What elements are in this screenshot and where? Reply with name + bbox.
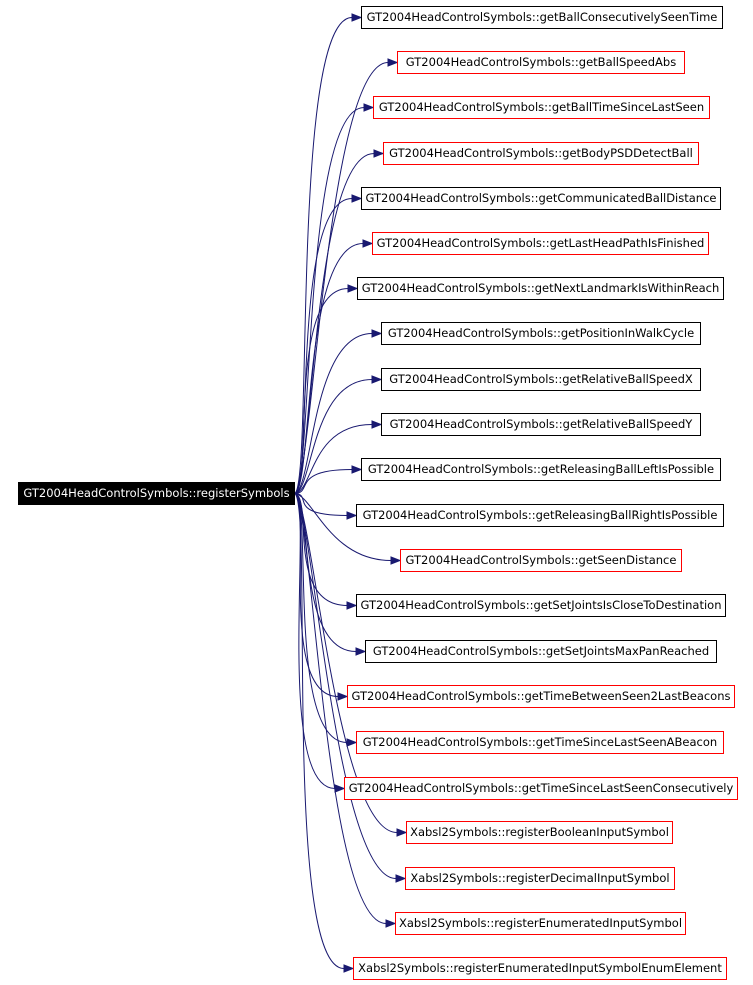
call-edge [294, 493, 348, 516]
call-edge [294, 288, 349, 494]
node-get-relative-ball-speed-y[interactable]: GT2004HeadControlSymbols::getRelativeBal… [381, 413, 701, 436]
node-get-last-head-path-is-finished[interactable]: GT2004HeadControlSymbols::getLastHeadPat… [372, 232, 709, 255]
node-get-ball-time-since-last-seen[interactable]: GT2004HeadControlSymbols::getBallTimeSin… [373, 96, 710, 119]
arrowhead-icon [373, 149, 385, 158]
arrowhead-icon [351, 465, 363, 474]
call-edge [294, 379, 373, 494]
arrowhead-icon [387, 58, 399, 67]
call-edge [294, 424, 373, 494]
node-register-boolean-input-symbol[interactable]: Xabsl2Symbols::registerBooleanInputSymbo… [406, 821, 673, 844]
node-get-ball-consecutively-seen-time[interactable]: GT2004HeadControlSymbols::getBallConsecu… [361, 6, 723, 29]
node-get-seen-distance[interactable]: GT2004HeadControlSymbols::getSeenDistanc… [400, 549, 682, 572]
arrowhead-icon [347, 284, 359, 293]
arrowhead-icon [334, 784, 346, 793]
arrowhead-icon [385, 919, 397, 928]
arrowhead-icon [371, 329, 383, 338]
node-get-communicated-ball-distance[interactable]: GT2004HeadControlSymbols::getCommunicate… [361, 187, 721, 210]
node-get-next-landmark-is-within-reach[interactable]: GT2004HeadControlSymbols::getNextLandmar… [357, 277, 724, 300]
node-get-set-joints-max-pan-reached[interactable]: GT2004HeadControlSymbols::getSetJointsMa… [365, 640, 717, 663]
arrowhead-icon [346, 738, 358, 747]
arrowhead-icon [390, 556, 402, 565]
call-edge [294, 493, 345, 969]
root-node[interactable]: GT2004HeadControlSymbols::registerSymbol… [18, 482, 295, 505]
call-edge [294, 493, 387, 924]
node-get-relative-ball-speed-x[interactable]: GT2004HeadControlSymbols::getRelativeBal… [381, 368, 701, 391]
arrowhead-icon [343, 964, 355, 973]
call-edge [294, 243, 364, 494]
arrowhead-icon [337, 692, 349, 701]
call-edge [294, 493, 398, 833]
arrowhead-icon [371, 375, 383, 384]
node-get-ball-speed-abs[interactable]: GT2004HeadControlSymbols::getBallSpeedAb… [397, 51, 685, 74]
arrowhead-icon [396, 828, 408, 837]
arrowhead-icon [355, 647, 367, 656]
call-edge [294, 469, 353, 494]
node-get-time-between-seen-2-last-beacons[interactable]: GT2004HeadControlSymbols::getTimeBetween… [347, 685, 735, 708]
call-edge [294, 17, 353, 494]
node-get-time-since-last-seen-consecutively[interactable]: GT2004HeadControlSymbols::getTimeSinceLa… [344, 777, 738, 800]
node-get-time-since-last-seen-a-beacon[interactable]: GT2004HeadControlSymbols::getTimeSinceLa… [356, 731, 724, 754]
arrowhead-icon [395, 874, 407, 883]
call-edge [294, 333, 373, 494]
arrowhead-icon [351, 13, 363, 22]
arrowhead-icon [363, 103, 375, 112]
call-edge [294, 493, 392, 561]
arrowhead-icon [362, 239, 374, 248]
call-edge [294, 198, 353, 494]
arrowhead-icon [351, 194, 363, 203]
node-get-set-joints-is-close-to-destination[interactable]: GT2004HeadControlSymbols::getSetJointsIs… [356, 594, 726, 617]
node-register-enumerated-input-symbol[interactable]: Xabsl2Symbols::registerEnumeratedInputSy… [395, 912, 686, 935]
call-edge [294, 493, 397, 879]
arrowhead-icon [346, 601, 358, 610]
arrowhead-icon [346, 511, 358, 520]
node-register-enumerated-input-symbol-enum-element[interactable]: Xabsl2Symbols::registerEnumeratedInputSy… [353, 957, 727, 980]
arrowhead-icon [371, 420, 383, 429]
node-get-releasing-ball-right-is-possible[interactable]: GT2004HeadControlSymbols::getReleasingBa… [356, 504, 724, 527]
node-register-decimal-input-symbol[interactable]: Xabsl2Symbols::registerDecimalInputSymbo… [405, 867, 675, 890]
node-get-releasing-ball-left-is-possible[interactable]: GT2004HeadControlSymbols::getReleasingBa… [361, 458, 721, 481]
node-get-body-psd-detect-ball[interactable]: GT2004HeadControlSymbols::getBodyPSDDete… [383, 142, 699, 165]
node-get-position-in-walk-cycle[interactable]: GT2004HeadControlSymbols::getPositionInW… [381, 322, 701, 345]
